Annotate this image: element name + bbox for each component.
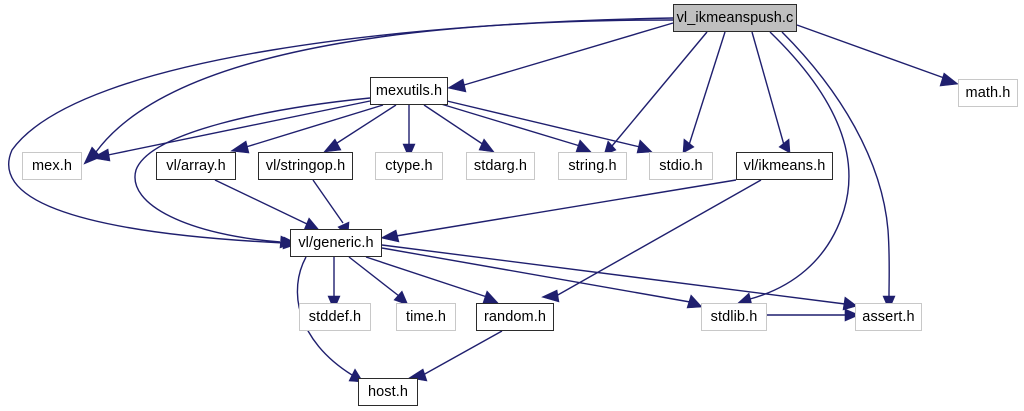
node-stddef-h[interactable]: stddef.h [299, 303, 371, 331]
arrowhead-random_h-from-ikmeans [541, 289, 560, 303]
arrowhead-stdio_h-from-mexutils [636, 139, 653, 154]
node-vl-ikmeans-h[interactable]: vl/ikmeans.h [736, 152, 833, 180]
node-assert-h[interactable]: assert.h [855, 303, 922, 331]
edge-vl_ikmeanspush_c-string_h [611, 31, 708, 147]
arrowhead-time_h [393, 290, 409, 306]
node-vl-array-h[interactable]: vl/array.h [156, 152, 236, 180]
edge-mexutils_h-string_h [440, 103, 581, 147]
node-stdlib-h[interactable]: stdlib.h [701, 303, 767, 331]
edge-vl_ikmeanspush_c-mex_h [95, 19, 674, 153]
arrowhead-assert_h-from-stdlib [844, 308, 860, 322]
edge-vl_generic_h-stdlib_h [381, 247, 691, 303]
node-vl-generic-h[interactable]: vl/generic.h [290, 229, 382, 257]
node-random-h[interactable]: random.h [476, 303, 554, 331]
node-math-h[interactable]: math.h [958, 79, 1018, 107]
edge-vl_generic_h-assert_h [381, 244, 846, 305]
arrowhead-stdarg_h [478, 138, 495, 153]
edge-vl_ikmeans_h-random_h [555, 179, 762, 297]
arrowhead-mex_h-from-main [83, 146, 102, 165]
arrowhead-assert_h-from-generic [842, 296, 858, 311]
edge-vl_ikmeanspush_c-mexutils_h [463, 22, 674, 86]
edge-vl_array_h-vl_generic_h [214, 179, 308, 225]
edge-mexutils_h-stdio_h [446, 100, 641, 148]
edge-vl_ikmeanspush_c-stdlib_h [749, 31, 850, 300]
edge-mexutils_h-mex_h [107, 100, 371, 156]
arrowhead-string_h-from-mexutils [575, 139, 592, 153]
edge-random_h-host_h [422, 330, 503, 376]
node-vl-ikmeanspush-c[interactable]: vl_ikmeanspush.c [673, 4, 797, 32]
edge-mexutils_h-stdarg_h [423, 104, 485, 146]
node-stdarg-h[interactable]: stdarg.h [466, 152, 535, 180]
node-host-h[interactable]: host.h [358, 378, 418, 406]
node-mex-h[interactable]: mex.h [22, 152, 82, 180]
arrowhead-stdlib_h-from-generic [686, 294, 703, 309]
node-stdio-h[interactable]: stdio.h [649, 152, 713, 180]
edge-vl_generic_h-random_h [365, 256, 488, 298]
node-vl-stringop-h[interactable]: vl/stringop.h [258, 152, 353, 180]
edge-vl_ikmeanspush_c-vl_ikmeans_h [751, 31, 785, 146]
arrowhead-vl_ikmeans_h [778, 138, 791, 154]
node-ctype-h[interactable]: ctype.h [375, 152, 443, 180]
arrowhead-vl_generic_h-from-mexutils [279, 235, 296, 249]
edge-vl_ikmeanspush_c-assert_h [781, 31, 890, 297]
arrowhead-vl_array_h [230, 140, 250, 154]
edge-vl_generic_h-time_h [348, 256, 400, 297]
edge-vl_ikmeanspush_c-math_h [796, 24, 948, 80]
edge-vl_ikmeanspush_c-stdio_h [688, 31, 726, 146]
edge-mexutils_h-vl_array_h [245, 104, 384, 148]
edge-vl_ikmeanspush_c-vl_generic_h [7, 17, 674, 244]
edge-vl_stringop_h-vl_generic_h [312, 179, 344, 224]
node-string-h[interactable]: string.h [558, 152, 627, 180]
arrowhead-mexutils_h [447, 78, 467, 93]
node-time-h[interactable]: time.h [396, 303, 456, 331]
arrowhead-math_h [939, 72, 959, 87]
edge-group [7, 17, 959, 383]
edge-vl_ikmeans_h-vl_generic_h [395, 179, 737, 237]
arrowhead-mex_h-from-mexutils [91, 148, 111, 162]
edge-mexutils_h-vl_stringop_h [333, 104, 397, 146]
arrowhead-stdio_h-from-main [682, 138, 695, 154]
arrowhead-ctype_h [402, 143, 416, 159]
arrowhead-random_h-from-generic [482, 290, 499, 304]
arrowhead-vl_stringop_h [323, 138, 342, 153]
node-mexutils-h[interactable]: mexutils.h [370, 77, 448, 105]
arrowhead-vl_generic_h-from-ikmeans [380, 229, 400, 243]
edge-mexutils_h-vl_generic_h [134, 97, 371, 243]
